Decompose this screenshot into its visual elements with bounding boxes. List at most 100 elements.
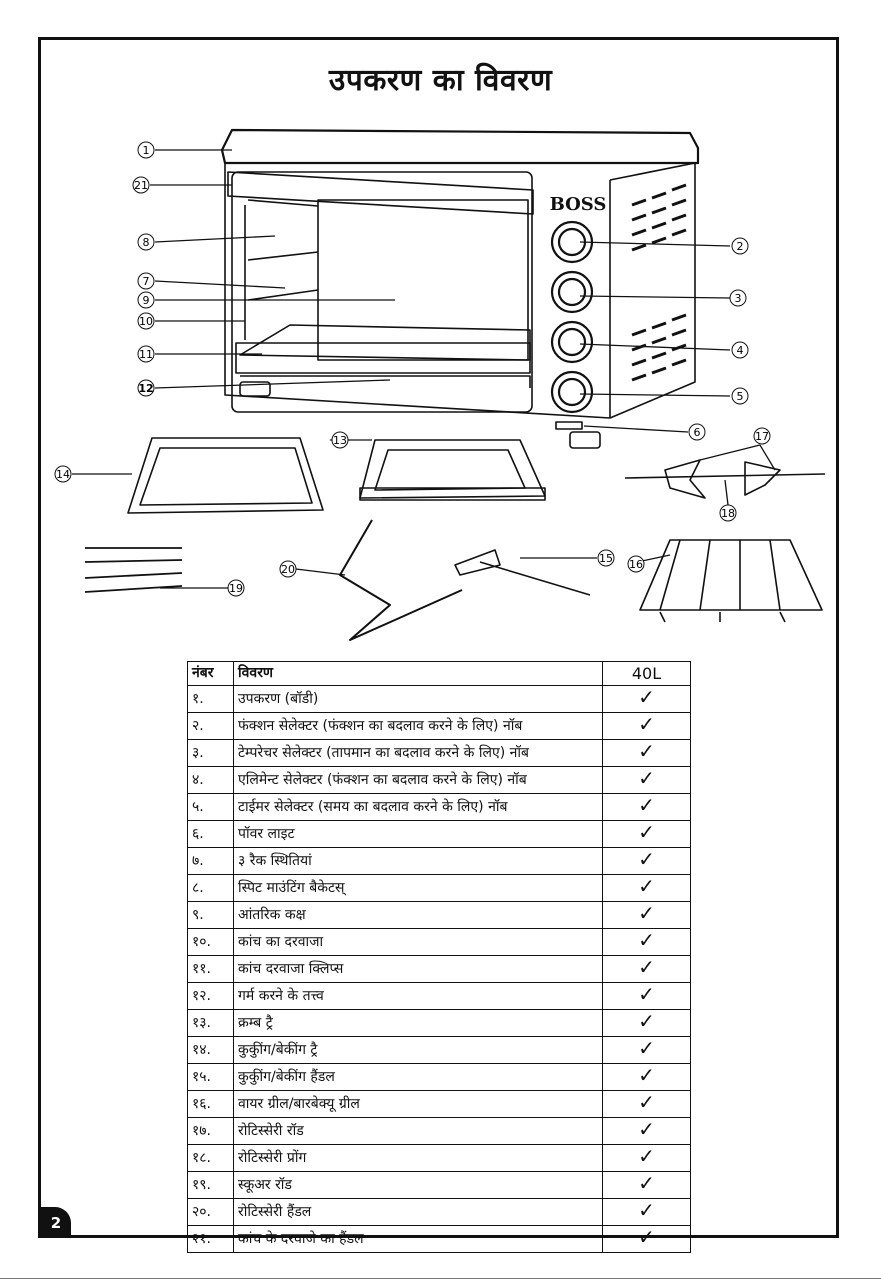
callout-7: 7 [137,272,155,290]
row-number: १. [187,685,234,713]
svg-text:7: 7 [143,275,150,288]
table-row: ८.स्पिट माउंटिंग बैकेटस्✓ [187,874,691,902]
check-icon: ✓ [638,1198,655,1222]
row-number: १०. [187,928,234,956]
oven-parts-diagram: BOSS 1 21 8 7 9 10 11 12 2 3 4 5 6 14 13… [54,128,826,641]
check-icon: ✓ [638,1090,655,1114]
callout-14: 14 [54,465,72,483]
callout-4: 4 [731,341,749,359]
check-icon: ✓ [638,1144,655,1168]
check-icon: ✓ [638,1036,655,1060]
row-description: पॉवर लाइट [233,820,603,848]
row-number: ९. [187,901,234,929]
check-icon: ✓ [638,1063,655,1087]
row-description: गर्म करने के तत्त्व [233,982,603,1010]
row-description: वायर ग्रील/बारबेक्यू ग्रील [233,1090,603,1118]
table-row: १६.वायर ग्रील/बारबेक्यू ग्रील ✓ [187,1090,691,1118]
callout-6: 6 [688,423,706,441]
page-number-badge: 2 [41,1207,71,1238]
callout-21: 21 [132,176,150,194]
callout-3: 3 [729,289,747,307]
row-description: रोटिस्सेरी रॉड [233,1117,603,1145]
callout-15: 15 [597,549,615,567]
check-icon: ✓ [638,1171,655,1195]
rotisserie-handle [339,519,463,641]
row-number: १८. [187,1144,234,1172]
row-number: १५. [187,1063,234,1091]
table-row: १३.क्रम्ब ट्रै✓ [187,1009,691,1037]
svg-text:12: 12 [138,382,153,395]
callout-2: 2 [731,237,749,255]
svg-text:14: 14 [56,468,70,481]
oven-body [220,128,700,449]
header-model: 40L [602,661,691,686]
table-row: ७.३ रैक स्थितियां✓ [187,847,691,875]
row-description: कुकुींग/बेकींग हैंडल [233,1063,603,1091]
svg-text:9: 9 [143,294,150,307]
callout-19: 19 [227,579,245,597]
row-number: १४. [187,1036,234,1064]
row-number: २०. [187,1198,234,1226]
check-icon: ✓ [638,982,655,1006]
row-description: स्पिट माउंटिंग बैकेटस् [233,874,603,902]
table-row: ६.पॉवर लाइट ✓ [187,820,691,848]
skewer-rods [84,547,183,593]
row-description: कांच के दरवाजे का हैंडल [233,1225,603,1253]
wire-grill [639,539,823,623]
svg-text:5: 5 [737,390,744,403]
row-description: रोटिस्सेरी प्रोंग [233,1144,603,1172]
check-icon: ✓ [638,712,655,736]
callout-18: 18 [719,504,737,522]
row-number: ४. [187,766,234,794]
table-row: १७.रोटिस्सेरी रॉड✓ [187,1117,691,1145]
row-number: १६. [187,1090,234,1118]
table-row: १४.कुकुींग/बेकींग ट्रै✓ [187,1036,691,1064]
svg-text:3: 3 [735,292,742,305]
callout-10: 10 [137,312,155,330]
svg-text:2: 2 [737,240,744,253]
table-row: ४.एलिमेन्ट सेलेक्टर (फंक्शन का बदलाव करन… [187,766,691,794]
table-row: १०.कांच का दरवाजा✓ [187,928,691,956]
svg-text:18: 18 [721,507,735,520]
row-number: १३. [187,1009,234,1037]
row-description: स्कूअर रॉड [233,1171,603,1199]
check-icon: ✓ [638,874,655,898]
table-header-row: नंबर विवरण 40L [187,661,691,686]
row-description: ३ रैक स्थितियां [233,847,603,875]
bottom-divider [0,1278,881,1279]
callout-8: 8 [137,233,155,251]
callout-16: 16 [627,555,645,573]
callout-17: 17 [753,427,771,445]
check-icon: ✓ [638,739,655,763]
row-description: क्रम्ब ट्रै [233,1009,603,1037]
baking-handle [454,549,591,596]
table-row: १२.गर्म करने के तत्त्व✓ [187,982,691,1010]
row-number: ११. [187,955,234,983]
table-row: ९.आंतरिक कक्ष✓ [187,901,691,929]
check-icon: ✓ [638,793,655,817]
row-description: आंतरिक कक्ष [233,901,603,929]
row-description: कांच का दरवाजा [233,928,603,956]
table-row: ३.टेम्परेचर सेलेक्टर (तापमान का बदलाव कर… [187,739,691,767]
row-number: २. [187,712,234,740]
callout-13: 13 [331,431,349,449]
check-icon: ✓ [638,820,655,844]
svg-text:15: 15 [599,552,613,565]
svg-text:6: 6 [694,426,701,439]
table-row: १८.रोटिस्सेरी प्रोंग ✓ [187,1144,691,1172]
row-number: १९. [187,1171,234,1199]
svg-text:19: 19 [229,582,243,595]
check-icon: ✓ [638,847,655,871]
header-description: विवरण [233,661,603,686]
row-number: ६. [187,820,234,848]
table-row: ५.टाईमर सेलेक्टर (समय का बदलाव करने के ल… [187,793,691,821]
check-icon: ✓ [638,955,655,979]
page-title: उपकरण का विवरण [328,63,553,98]
row-description: कांच दरवाजा क्लिप्स [233,955,603,983]
row-description: टाईमर सेलेक्टर (समय का बदलाव करने के लिए… [233,793,603,821]
callout-11: 11 [137,345,155,363]
svg-text:1: 1 [143,144,150,157]
row-description: टेम्परेचर सेलेक्टर (तापमान का बदलाव करने… [233,739,603,767]
svg-text:20: 20 [281,563,295,576]
table-row: २१.कांच के दरवाजे का हैंडल✓ [187,1225,691,1253]
